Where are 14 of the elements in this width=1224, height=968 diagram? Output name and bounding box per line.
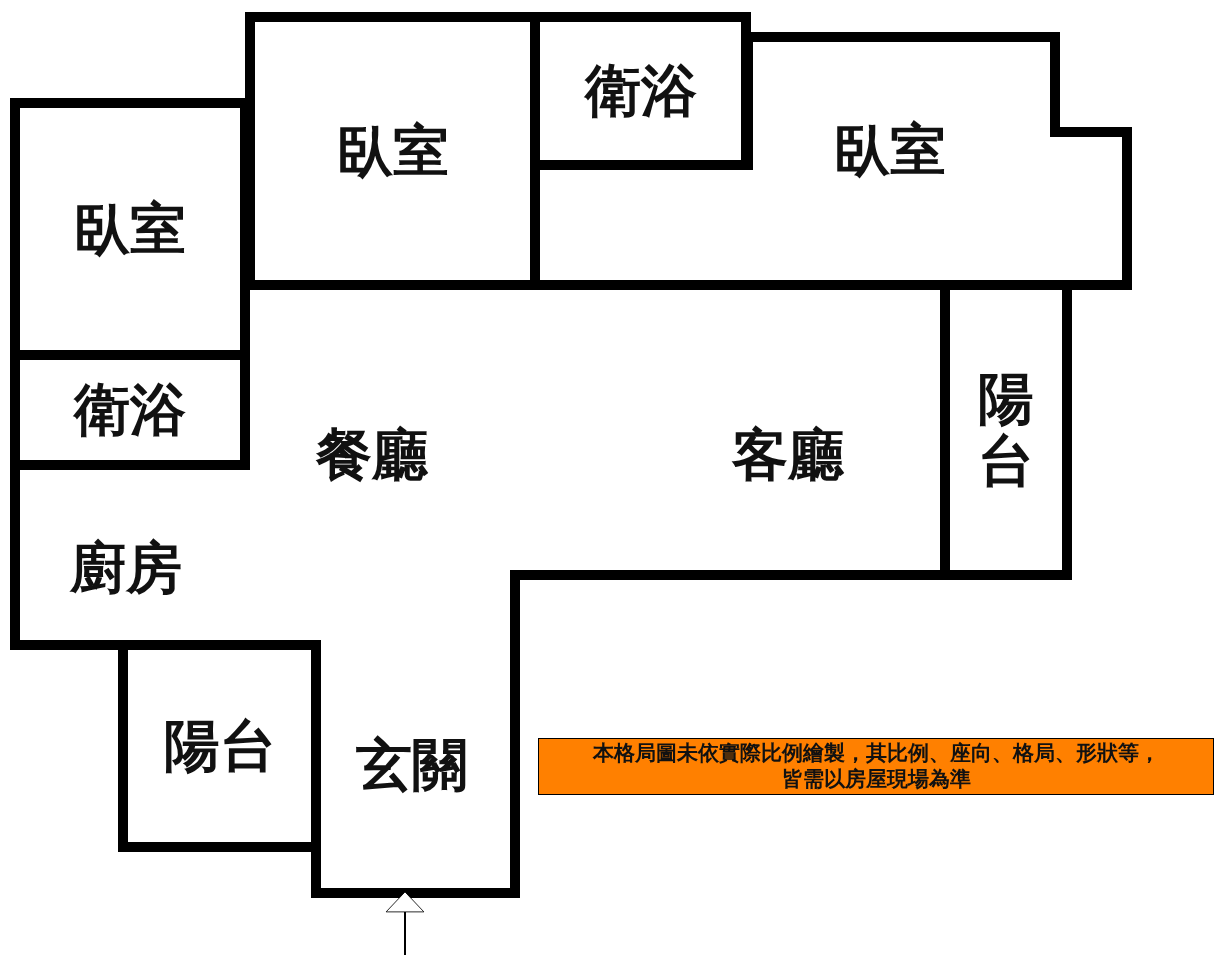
- room-label: 陽台: [977, 368, 1035, 492]
- room-label: 客廳: [732, 424, 844, 486]
- room-label: 陽台: [163, 715, 276, 777]
- room-label: 衛浴: [74, 379, 186, 441]
- disclaimer-note: [538, 738, 1214, 795]
- room-label: 廚房: [70, 537, 182, 599]
- disclaimer-text: 本格局圖未依實際比例繪製，其比例、座向、格局、形狀等，皆需以房屋現場為準: [591, 741, 1161, 792]
- room-label: 臥室: [336, 120, 449, 182]
- room-label: 餐廳: [316, 424, 428, 486]
- room-label: 臥室: [834, 119, 946, 181]
- room-label: 臥室: [74, 198, 186, 260]
- room-label: 衛浴: [584, 60, 697, 122]
- entrance-arrow: [385, 891, 425, 956]
- room-label: 玄關: [356, 734, 468, 796]
